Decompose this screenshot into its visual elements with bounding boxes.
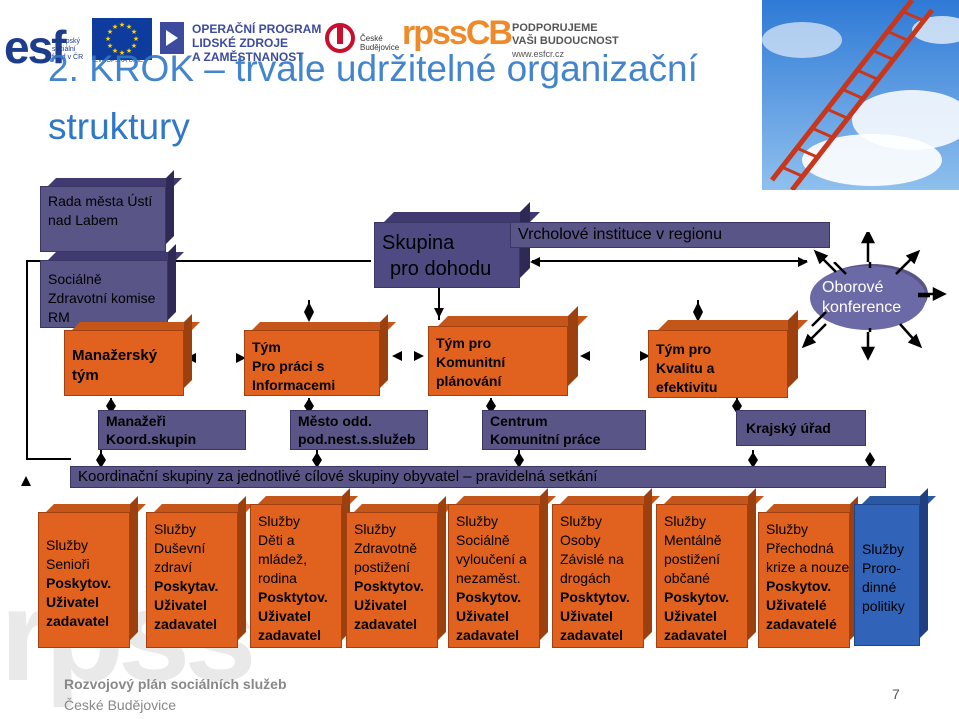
komise-label: Sociálně Zdravotní komise RM bbox=[48, 271, 156, 325]
prorodinne-box: Služby Proro- dinné politiky bbox=[854, 488, 936, 646]
oborove-rays bbox=[801, 232, 947, 361]
skupina-label: Skupina pro dohodu bbox=[382, 232, 492, 280]
team-manazersky-label: Manažerský tým bbox=[72, 347, 158, 384]
page-number: 7 bbox=[892, 686, 900, 702]
oborove-label: Oborové konference bbox=[822, 279, 902, 316]
manazeri-label: Manažeři Koord.skupin bbox=[106, 413, 197, 447]
team-kvalita-label: Tým pro Kvalitu a efektivitu bbox=[656, 341, 718, 395]
rpss-logo: rpssCB bbox=[402, 14, 513, 52]
svg-text:★: ★ bbox=[107, 28, 113, 36]
esf-logo: esf bbox=[4, 21, 67, 73]
svg-text:★: ★ bbox=[119, 49, 125, 57]
vrcholove-label: Vrcholové instituce v regionu bbox=[518, 226, 722, 243]
rada-label: Rada města Ústí nad Labem bbox=[48, 193, 153, 228]
komise-box: Sociálně Zdravotní komise RM bbox=[40, 244, 184, 328]
svg-text:★: ★ bbox=[105, 35, 111, 43]
team-manazersky: Manažerský tým bbox=[64, 314, 200, 396]
team-kvalita: Tým pro Kvalitu a efektivitu bbox=[648, 310, 808, 398]
oborove-ellipse: Oborové konference bbox=[806, 252, 934, 342]
svg-text:★: ★ bbox=[131, 28, 137, 36]
svg-text:★: ★ bbox=[133, 35, 139, 43]
rada-box: Rada města Ústí nad Labem bbox=[40, 170, 182, 252]
krajsky-label: Krajský úřad bbox=[746, 420, 831, 436]
footer-title: Rozvojový plán sociálních služeb bbox=[64, 676, 287, 692]
manazeri-box: Manažeři Koord.skupin bbox=[98, 410, 246, 450]
op-logo-icon bbox=[158, 20, 186, 56]
svg-text:★: ★ bbox=[107, 42, 113, 50]
svg-text:★: ★ bbox=[119, 21, 125, 29]
koordinacni-bar: Koordinační skupiny za jednotlivé cílové… bbox=[70, 466, 886, 488]
team-komunitni-label: Tým pro Komunitní plánování bbox=[436, 335, 506, 389]
cb-logo-text: České Budějovice bbox=[360, 34, 400, 52]
svg-text:★: ★ bbox=[112, 23, 118, 31]
svg-text:★: ★ bbox=[126, 47, 132, 55]
mesto-label: Město odd. pod.nest.s.služeb bbox=[298, 413, 416, 447]
eu-label: EVROPSKÁ UNIE bbox=[94, 58, 144, 64]
team-informace-label: Tým Pro práci s Informacemi bbox=[252, 339, 336, 393]
page-title: 2. KROK – trvale udržitelné organizační … bbox=[48, 48, 698, 147]
centrum-label: Centrum Komunitní práce bbox=[490, 413, 601, 447]
mesto-box: Město odd. pod.nest.s.služeb bbox=[290, 410, 428, 450]
skupina-box: Skupina pro dohodu bbox=[374, 202, 540, 288]
svg-text:★: ★ bbox=[112, 47, 118, 55]
prorodinne-label: Služby Proro- dinné politiky bbox=[862, 541, 905, 614]
support-text: PODPORUJEME VAŠI BUDOUCNOST www.esfcr.cz bbox=[512, 22, 619, 59]
koordinacni-label: Koordinační skupiny za jednotlivé cílové… bbox=[78, 468, 598, 485]
krajsky-box: Krajský úřad bbox=[736, 410, 866, 446]
team-komunitni: Tým pro Komunitní plánování bbox=[428, 306, 588, 396]
footer-subtitle: České Budějovice bbox=[64, 697, 177, 713]
cb-logo-icon bbox=[320, 20, 360, 62]
ladder-sky-image bbox=[762, 0, 959, 190]
svg-text:★: ★ bbox=[126, 23, 132, 31]
svg-text:★: ★ bbox=[131, 42, 137, 50]
team-informace: Tým Pro práci s Informacemi bbox=[244, 314, 396, 396]
op-logo-text: OPERAČNÍ PROGRAM LIDSKÉ ZDROJE A ZAMĚSTN… bbox=[192, 22, 322, 64]
eu-flag-icon: ★★★ ★★★ ★★★ ★★★ bbox=[92, 18, 152, 60]
vrcholove-box: Vrcholové instituce v regionu bbox=[510, 222, 830, 248]
centrum-box: Centrum Komunitní práce bbox=[482, 410, 646, 450]
esf-logo-subtitle: evropský sociální fond v ČR bbox=[52, 38, 84, 61]
